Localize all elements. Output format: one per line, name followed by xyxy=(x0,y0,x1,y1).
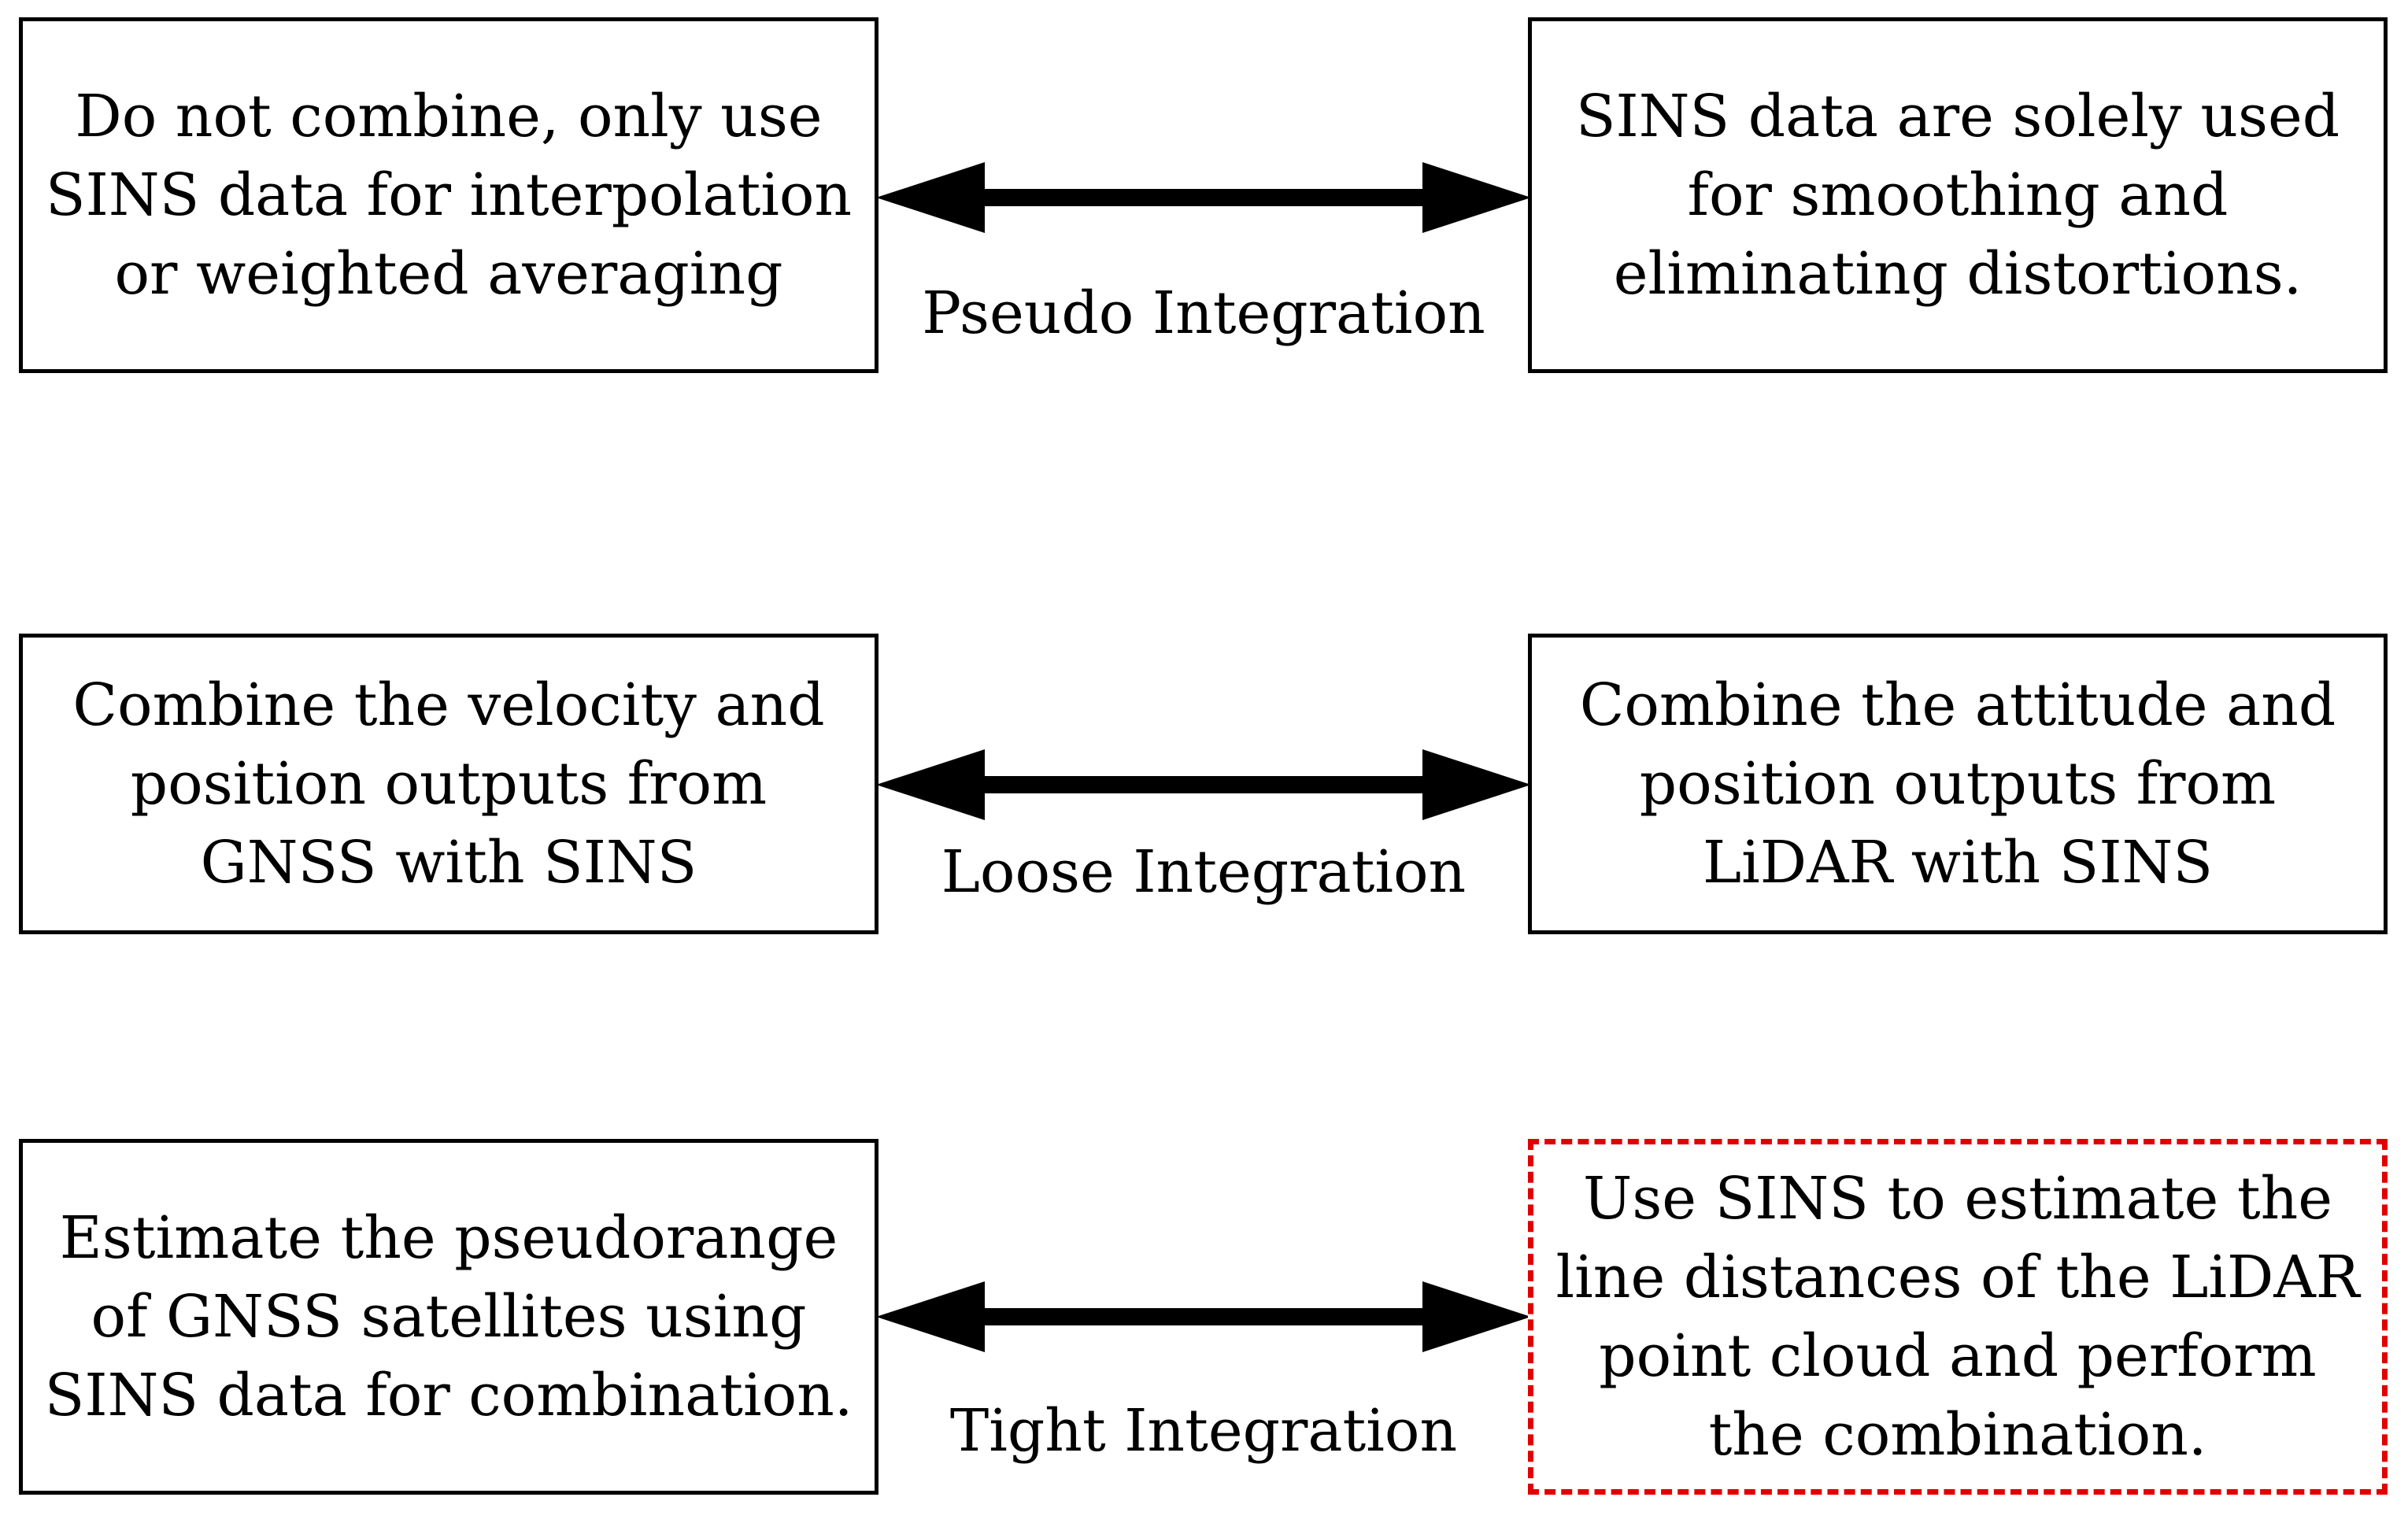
loose-double-arrow xyxy=(876,749,1531,820)
pseudo-double-arrow xyxy=(876,162,1531,233)
loose-integration-label: Loose Integration xyxy=(941,838,1467,906)
loose-left-box: Combine the velocity and position output… xyxy=(19,634,878,934)
loose-right-text: Combine the attitude and position output… xyxy=(1579,671,2336,896)
loose-left-text: Combine the velocity and position output… xyxy=(72,671,825,896)
loose-arrow-shape xyxy=(876,749,1531,820)
tight-left-box: Estimate the pseudorange of GNSS satelli… xyxy=(19,1139,878,1495)
tight-integration-label: Tight Integration xyxy=(949,1397,1458,1465)
tight-right-box-highlighted: Use SINS to estimate the line distances … xyxy=(1528,1139,2388,1495)
tight-arrow-shape xyxy=(876,1281,1531,1352)
pseudo-right-text: SINS data are solely used for smoothing … xyxy=(1575,83,2340,308)
pseudo-arrow-shape xyxy=(876,162,1531,233)
loose-right-box: Combine the attitude and position output… xyxy=(1528,634,2388,934)
pseudo-left-text: Do not combine, only use SINS data for i… xyxy=(45,83,853,308)
tight-left-text: Estimate the pseudorange of GNSS satelli… xyxy=(44,1204,853,1429)
pseudo-integration-label: Pseudo Integration xyxy=(922,279,1485,347)
tight-double-arrow xyxy=(876,1281,1531,1352)
pseudo-left-box: Do not combine, only use SINS data for i… xyxy=(19,17,878,373)
tight-right-text: Use SINS to estimate the line distances … xyxy=(1555,1165,2360,1469)
pseudo-right-box: SINS data are solely used for smoothing … xyxy=(1528,17,2388,373)
